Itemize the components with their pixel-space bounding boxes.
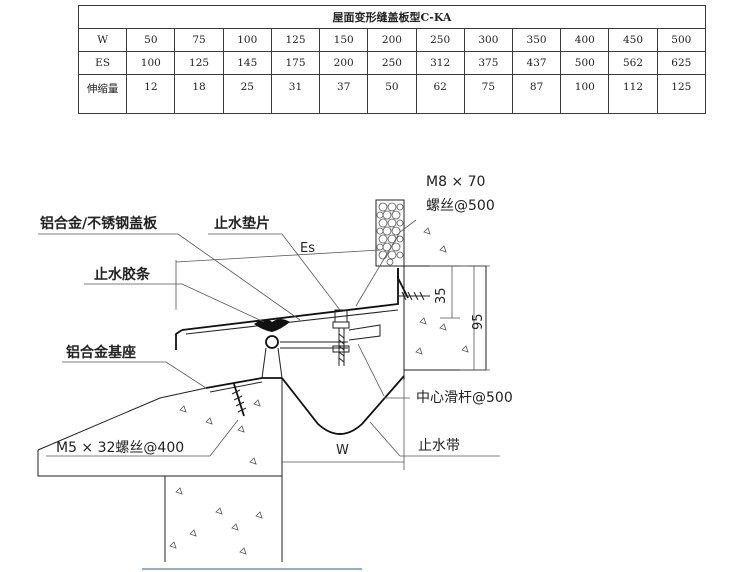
waterstop — [281, 368, 405, 435]
anchor-screw-m5 — [231, 383, 247, 417]
dim-95: 95 — [471, 313, 486, 330]
table-title: 屋面变形缝盖板型C-KA — [78, 5, 706, 29]
table-cell: 145 — [222, 51, 272, 75]
cover-plate — [175, 268, 399, 350]
table-cell: 625 — [656, 51, 707, 75]
dim-w: W — [336, 443, 349, 458]
table-cell: 150 — [319, 28, 369, 52]
rubber-strip — [254, 319, 348, 379]
label-base: 铝合金基座 — [66, 344, 136, 361]
dim-35: 35 — [434, 287, 449, 304]
table-cell: 75 — [463, 74, 513, 114]
label-gasket: 止水垫片 — [214, 215, 270, 232]
dimension-vertical: 35 95 — [430, 265, 490, 371]
label-screw-top-2: 螺丝@500 — [426, 198, 495, 214]
table-cell: 12 — [126, 74, 176, 114]
leader-lines — [38, 219, 500, 457]
row-header: 伸缩量 — [77, 74, 128, 114]
table-cell: 50 — [367, 74, 417, 114]
row-header: W — [77, 28, 128, 52]
label-waterstop: 止水带 — [418, 438, 460, 454]
label-rubber-strip: 止水胶条 — [94, 266, 151, 283]
table-cell: 25 — [222, 74, 272, 114]
label-cover-plate: 铝合金/不锈钢盖板 — [40, 215, 158, 232]
aluminum-base — [205, 377, 282, 393]
table-cell: 62 — [415, 74, 465, 114]
dimension-es: Es — [175, 241, 381, 310]
label-slide-rod: 中心滑杆@500 — [416, 389, 513, 406]
table-cell: 125 — [656, 74, 707, 114]
anchor-screw-m8 — [397, 268, 430, 301]
center-bolt — [332, 309, 381, 366]
table-cell: 100 — [222, 28, 272, 52]
table-cell: 87 — [511, 74, 562, 114]
table-title-row: 屋面变形缝盖板型C-KA — [78, 5, 706, 29]
table-cell: 312 — [415, 51, 465, 75]
table-cell: 437 — [511, 51, 562, 75]
table-cell: 18 — [174, 74, 224, 114]
dim-es: Es — [300, 241, 315, 256]
label-screw-bottom: M5 × 32螺丝@400 — [56, 440, 184, 456]
table-cell: 500 — [656, 28, 707, 52]
table-cell: 200 — [367, 28, 417, 52]
table-cell: 37 — [319, 74, 369, 114]
table-cell: 175 — [270, 51, 321, 75]
table-cell: 31 — [270, 74, 321, 114]
table-cell: 100 — [126, 51, 176, 75]
label-screw-top-1: M8 × 70 — [426, 174, 485, 190]
table-cell: 100 — [560, 74, 610, 114]
dimension-w: W — [282, 380, 405, 470]
left-slab — [37, 378, 283, 562]
